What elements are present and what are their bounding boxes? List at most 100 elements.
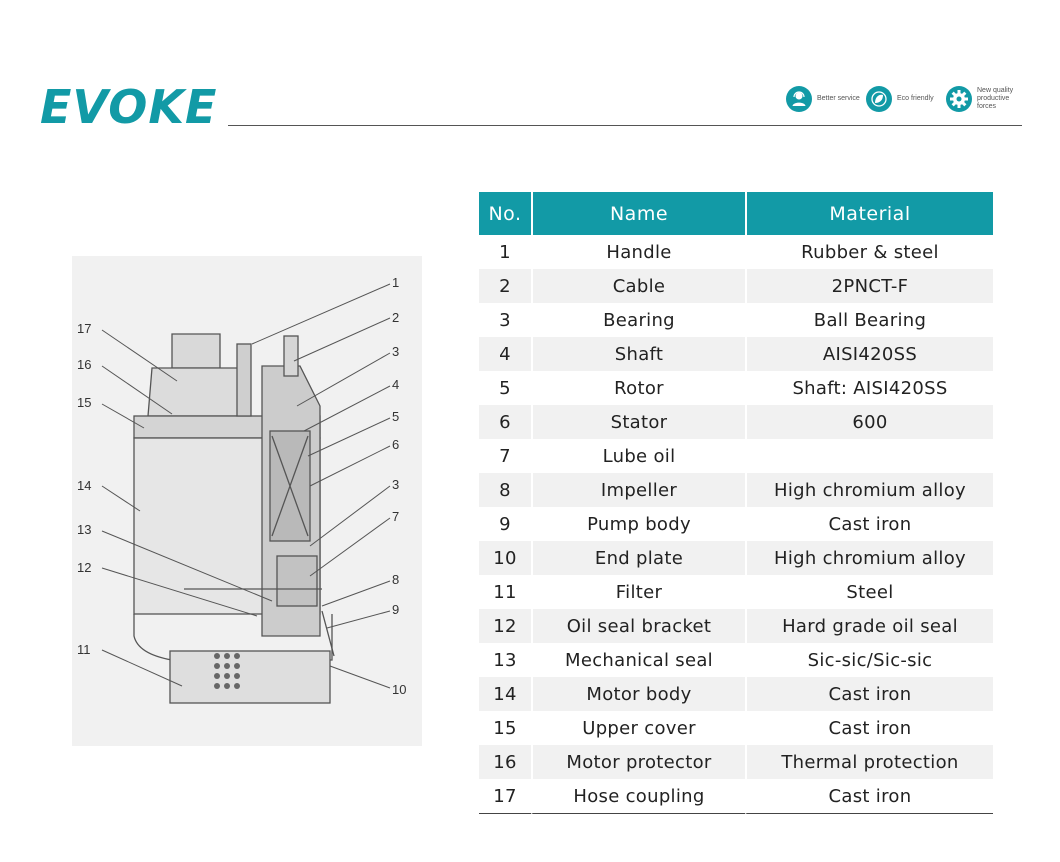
table-row: 17 Hose coupling Cast iron bbox=[479, 779, 993, 814]
cell-name: Oil seal bracket bbox=[531, 609, 745, 643]
cell-no: 15 bbox=[493, 717, 517, 739]
cell-material: Cast iron bbox=[745, 677, 993, 711]
cell-no: 1 bbox=[499, 241, 511, 263]
callout-17: 17 bbox=[77, 321, 91, 336]
callout-10: 10 bbox=[392, 682, 406, 697]
table-header-row: No. Name Material bbox=[479, 192, 993, 235]
header-material: Material bbox=[745, 192, 993, 235]
callout-4: 4 bbox=[392, 377, 399, 392]
cell-material: High chromium alloy bbox=[745, 473, 993, 507]
badge-label: New quality productive forces bbox=[977, 87, 1014, 110]
cell-material: Sic-sic/Sic-sic bbox=[745, 643, 993, 677]
cell-material: 600 bbox=[745, 405, 993, 439]
table-row: 5 Rotor Shaft: AISI420SS bbox=[479, 371, 993, 405]
cell-no: 9 bbox=[499, 513, 511, 535]
cell-no: 13 bbox=[493, 649, 517, 671]
cell-name: Lube oil bbox=[531, 439, 745, 473]
badge-eco-friendly: Eco friendly bbox=[866, 86, 945, 112]
badge-better-service: Better service bbox=[786, 86, 865, 112]
cell-no: 8 bbox=[479, 473, 531, 507]
cell-name: Bearing bbox=[531, 303, 745, 337]
table-row: 10 End plate High chromium alloy bbox=[479, 541, 993, 575]
cell-name: Mechanical seal bbox=[531, 643, 745, 677]
badge-new-quality: New quality productive forces bbox=[946, 86, 1025, 112]
cell-material: Thermal protection bbox=[745, 745, 993, 779]
table-row: 14 Motor body Cast iron bbox=[479, 677, 993, 711]
cell-name: Shaft bbox=[531, 337, 745, 371]
callout-15: 15 bbox=[77, 395, 91, 410]
cell-material: Shaft: AISI420SS bbox=[745, 371, 993, 405]
cell-material: Steel bbox=[745, 575, 993, 609]
cell-material: 2PNCT-F bbox=[745, 269, 993, 303]
callout-16: 16 bbox=[77, 357, 91, 372]
header-name: Name bbox=[531, 192, 745, 235]
cell-no: 10 bbox=[479, 541, 531, 575]
callout-8: 8 bbox=[392, 572, 399, 587]
pump-cross-section-diagram: 1 2 3 4 5 6 3 7 8 9 10 11 12 13 14 15 16… bbox=[72, 256, 422, 746]
cell-name: Stator bbox=[531, 405, 745, 439]
eco-leaf-icon bbox=[866, 86, 892, 112]
cell-name: Cable bbox=[531, 269, 745, 303]
cell-name: Rotor bbox=[531, 371, 745, 405]
table-row: 8 Impeller High chromium alloy bbox=[479, 473, 993, 507]
cell-no: 17 bbox=[479, 779, 531, 814]
table-row: 13 Mechanical seal Sic-sic/Sic-sic bbox=[479, 643, 993, 677]
cell-name: Filter bbox=[531, 575, 745, 609]
cell-material: Hard grade oil seal bbox=[745, 609, 993, 643]
header-divider bbox=[228, 125, 1022, 126]
table-row: 1 Handle Rubber & steel bbox=[479, 235, 993, 269]
cell-no: 7 bbox=[499, 445, 511, 467]
callout-6: 6 bbox=[392, 437, 399, 452]
table-row: 6 Stator 600 bbox=[479, 405, 993, 439]
callout-2: 2 bbox=[392, 310, 399, 325]
table-row: 12 Oil seal bracket Hard grade oil seal bbox=[479, 609, 993, 643]
badge-label: Better service bbox=[817, 95, 860, 102]
callout-1: 1 bbox=[392, 275, 399, 290]
cell-name: Motor protector bbox=[531, 745, 745, 779]
cell-name: End plate bbox=[531, 541, 745, 575]
cell-name: Handle bbox=[531, 235, 745, 269]
cell-no: 6 bbox=[479, 405, 531, 439]
cell-no: 12 bbox=[479, 609, 531, 643]
cell-no: 2 bbox=[479, 269, 531, 303]
badge-label: Eco friendly bbox=[897, 95, 934, 102]
parts-material-table: No. Name Material 1 Handle Rubber & stee… bbox=[479, 192, 993, 814]
cell-no: 14 bbox=[479, 677, 531, 711]
cell-material: Cast iron bbox=[745, 711, 993, 745]
cell-name: Impeller bbox=[531, 473, 745, 507]
cell-material: High chromium alloy bbox=[745, 541, 993, 575]
cell-name: Motor body bbox=[531, 677, 745, 711]
callout-5: 5 bbox=[392, 409, 399, 424]
gear-icon bbox=[946, 86, 972, 112]
table-row: 15 Upper cover Cast iron bbox=[479, 711, 993, 745]
callout-14: 14 bbox=[77, 478, 91, 493]
header-no: No. bbox=[479, 192, 531, 235]
cell-material: Cast iron bbox=[745, 507, 993, 541]
callout-3b: 3 bbox=[392, 477, 399, 492]
cell-no: 16 bbox=[479, 745, 531, 779]
callout-11: 11 bbox=[77, 642, 91, 657]
callout-12: 12 bbox=[77, 560, 91, 575]
callout-3: 3 bbox=[392, 344, 399, 359]
cell-no: 11 bbox=[493, 581, 517, 603]
cell-material: AISI420SS bbox=[745, 337, 993, 371]
table-row: 16 Motor protector Thermal protection bbox=[479, 745, 993, 779]
cell-name: Pump body bbox=[531, 507, 745, 541]
evoke-logo: EVOKE bbox=[40, 80, 218, 134]
cell-no: 4 bbox=[479, 337, 531, 371]
table-row: 9 Pump body Cast iron bbox=[479, 507, 993, 541]
table-row: 11 Filter Steel bbox=[479, 575, 993, 609]
cell-name: Upper cover bbox=[531, 711, 745, 745]
cell-no: 5 bbox=[499, 377, 511, 399]
table-row: 7 Lube oil bbox=[479, 439, 993, 473]
table-row: 3 Bearing Ball Bearing bbox=[479, 303, 993, 337]
cell-material bbox=[745, 439, 993, 473]
table-row: 4 Shaft AISI420SS bbox=[479, 337, 993, 371]
cell-material: Cast iron bbox=[745, 779, 993, 814]
callout-13: 13 bbox=[77, 522, 91, 537]
cell-name: Hose coupling bbox=[531, 779, 745, 814]
callout-7: 7 bbox=[392, 509, 399, 524]
cell-no: 3 bbox=[499, 309, 511, 331]
table-row: 2 Cable 2PNCT-F bbox=[479, 269, 993, 303]
callout-9: 9 bbox=[392, 602, 399, 617]
